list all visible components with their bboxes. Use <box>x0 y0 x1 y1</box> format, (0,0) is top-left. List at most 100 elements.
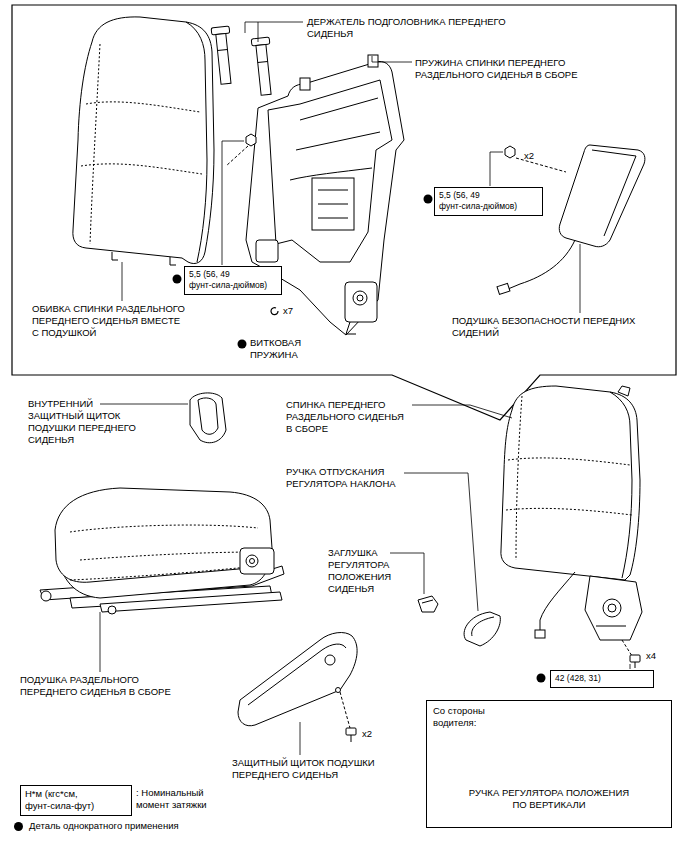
text-word: ЗАГЛУШКА <box>328 547 378 558</box>
text-word: фунт-сила-дюймов) <box>189 280 267 290</box>
text-word: ЗАЩИТНЫЙ <box>28 410 84 421</box>
seat-back-assembly <box>501 386 642 640</box>
text-word: ПЕРЕДНЕГО <box>20 686 77 697</box>
text-word: ПЕРЕДНЕГО <box>32 315 89 326</box>
box-text: 42 (428, 31) <box>555 673 601 684</box>
text-word: СБОРЕ <box>544 69 577 80</box>
seat-back-cover <box>86 102 200 112</box>
inner-shield <box>190 393 226 443</box>
text-word: фунт-сила-фут) <box>25 800 94 811</box>
torque-box: 42 (428, 31) <box>550 670 654 688</box>
seat-back-frame <box>345 282 377 322</box>
seat-back-assembly <box>618 386 630 396</box>
part-label: ДЕРЖАТЕЛЬ ПОДГОЛОВНИКА ПЕРЕДНЕГО СИДЕНЬЯ <box>307 16 506 40</box>
airbag <box>592 150 636 236</box>
part-label: ПРУЖИНА СПИНКИ ПЕРЕДНЕГО РАЗДЕЛЬНОГО СИД… <box>415 57 578 81</box>
text-word: ПОДУШКИ <box>28 422 76 433</box>
adjuster-cap <box>418 596 438 612</box>
seat-cushion <box>246 555 258 567</box>
seat-back-frame <box>368 55 378 67</box>
part-label: ПОДУШКА БЕЗОПАСНОСТИ ПЕРЕДНИХ СИДЕНИЙ <box>452 315 635 339</box>
leader-line <box>100 404 188 405</box>
part-label: ЗАГЛУШКА РЕГУЛЯТОРА ПОЛОЖЕНИЯ СИДЕНЬЯ <box>328 547 391 595</box>
coil-spring <box>271 308 278 315</box>
coil-spring <box>271 308 278 315</box>
text-word: СИДЕНЬЯ <box>92 315 138 326</box>
box-text: Со стороны водителя: <box>433 705 485 729</box>
text-word: водителя: <box>433 717 476 728</box>
text-word: x4 <box>646 650 656 661</box>
leader-line <box>580 244 581 313</box>
text-word: 31) <box>589 673 601 683</box>
text-word: x2 <box>362 728 372 739</box>
seat-cushion <box>70 525 258 532</box>
leader-line <box>630 664 631 669</box>
leader-line <box>122 262 123 301</box>
text-word: НАКЛОНА <box>350 478 396 489</box>
once-use-mark <box>173 195 546 683</box>
text-word: (56, <box>453 190 468 200</box>
release-handle <box>464 612 500 646</box>
callout-number: x4 <box>646 650 656 662</box>
box-text: 5,5 (56, 49 фунт-сила-дюймов) <box>439 190 517 212</box>
text-word: (кгс*см, <box>45 788 78 799</box>
text-word: 49 <box>470 190 479 200</box>
nut <box>226 146 248 166</box>
text-word: ПОЛОЖЕНИЯ <box>328 571 391 582</box>
text-word: 42 <box>555 673 564 683</box>
leader-line <box>404 473 478 611</box>
text-word: ПЕРЕДНЕГО <box>508 57 565 68</box>
text-word: однократного <box>63 820 122 831</box>
seat-cushion <box>108 606 116 614</box>
seat-back-frame <box>300 98 378 120</box>
seat-cushion <box>80 552 258 560</box>
seat-cushion <box>40 488 284 614</box>
bolt <box>351 735 352 742</box>
text-word: ПО <box>512 799 526 810</box>
seat-back-assembly <box>585 576 642 640</box>
leader-line <box>245 22 303 33</box>
seat-back-cover <box>112 252 118 260</box>
airbag <box>497 145 645 294</box>
leader-line <box>100 612 101 672</box>
seat-back-assembly <box>501 386 640 580</box>
leader-line <box>258 22 259 42</box>
airbag <box>497 283 510 294</box>
release-handle <box>472 617 494 636</box>
part-label: ВИТКОВАЯ ПРУЖИНА <box>250 337 301 361</box>
text-word: ПОДУШКОЙ <box>42 327 97 338</box>
seat-back-cover <box>73 17 214 265</box>
seat-back-frame <box>357 295 363 301</box>
text-word: СБОРЕ <box>138 686 171 697</box>
legend-text: Деталь однократного применения <box>29 820 179 832</box>
text-word: РУЧКА <box>286 466 316 477</box>
detail-frame <box>12 5 676 420</box>
text-word: фунт-сила-дюймов) <box>439 201 517 211</box>
text-word: ОБИВКА <box>32 303 71 314</box>
part-label: ПОДУШКА РАЗДЕЛЬНОГО ПЕРЕДНЕГО СИДЕНЬЯ В … <box>20 674 171 698</box>
part-label: ЗАЩИТНЫЙ ЩИТОК ПОДУШКИ ПЕРЕДНЕГО СИДЕНЬЯ <box>232 757 375 781</box>
part-label: ВНУТРЕННИЙ ЗАЩИТНЫЙ ЩИТОК ПОДУШКИ ПЕРЕДН… <box>28 398 136 446</box>
seat-back-assembly <box>540 572 575 630</box>
text-word: РАЗДЕЛЬНОГО <box>286 411 355 422</box>
text-word: В <box>535 69 541 80</box>
seat-back-cover <box>186 22 207 262</box>
seat-back-cover <box>170 257 176 265</box>
seat-back-assembly <box>535 630 545 638</box>
once-use-mark <box>238 340 247 349</box>
text-word: СБОРЕ <box>295 423 328 434</box>
bolt <box>622 640 632 656</box>
box-caption: РУЧКА РЕГУЛЯТОРА ПОЛОЖЕНИЯ ПО ВЕРТИКАЛИ <box>469 787 629 811</box>
bolt <box>346 728 356 735</box>
nut <box>505 146 515 158</box>
text-word: БЕЗОПАСНОСТИ <box>502 315 581 326</box>
text-word: СИДЕНЬЯ <box>328 583 374 594</box>
seat-back-cover <box>73 17 214 264</box>
once-use-mark <box>537 674 546 683</box>
callout-number: x2 <box>362 728 372 740</box>
callout-number: x2 <box>524 150 534 162</box>
cushion-shield <box>238 633 357 726</box>
headrest-support <box>211 26 275 96</box>
box-text: 5,5 (56, 49 фунт-сила-дюймов) <box>189 269 267 291</box>
legend-text: : Номинальный момент затяжки <box>136 787 207 811</box>
